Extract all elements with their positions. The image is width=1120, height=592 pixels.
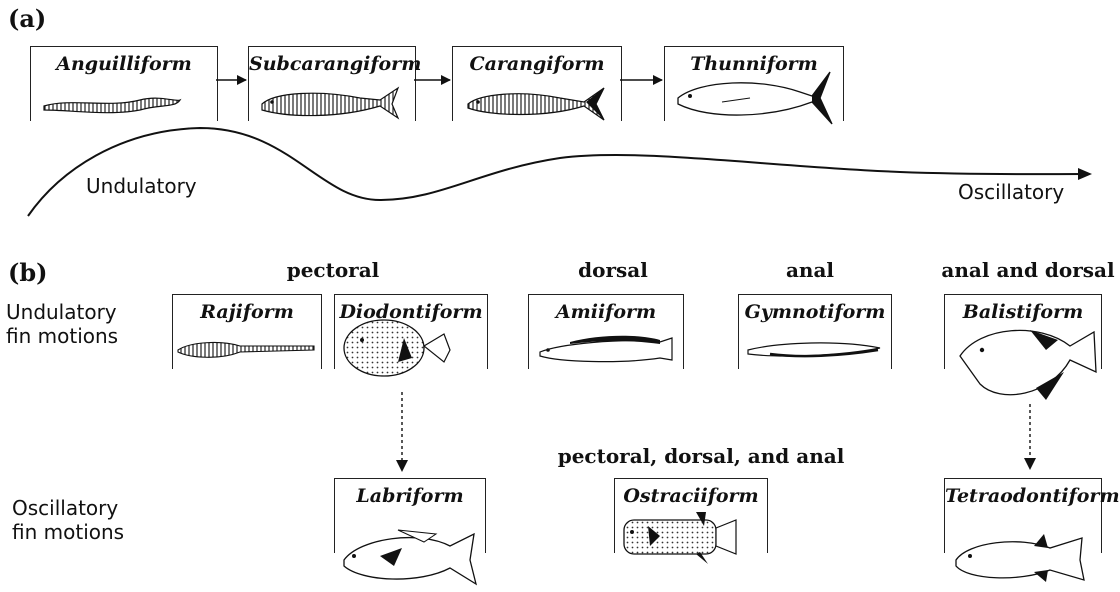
subcarangiform-fish-icon (262, 88, 398, 118)
amiiform-fish-icon (540, 336, 672, 362)
curve-arrowhead (1078, 168, 1092, 180)
undulatory-oscillatory-curve (28, 128, 1086, 216)
balistiform-fish-icon (960, 330, 1096, 400)
rajiform-fish-icon (178, 343, 314, 358)
thunniform-fish-icon (678, 72, 832, 124)
eel-icon (44, 98, 180, 113)
diodontiform-fish-icon (344, 320, 450, 376)
gymnotiform-fish-icon (748, 343, 880, 356)
arrow-diodont-labri-head (396, 460, 408, 472)
arrow-balist-tetra-head (1024, 458, 1036, 470)
tetraodontiform-fish-icon (956, 534, 1084, 582)
carangiform-fish-icon (468, 88, 604, 120)
ostraciiform-fish-icon (624, 512, 736, 564)
labriform-fish-icon (344, 530, 476, 584)
